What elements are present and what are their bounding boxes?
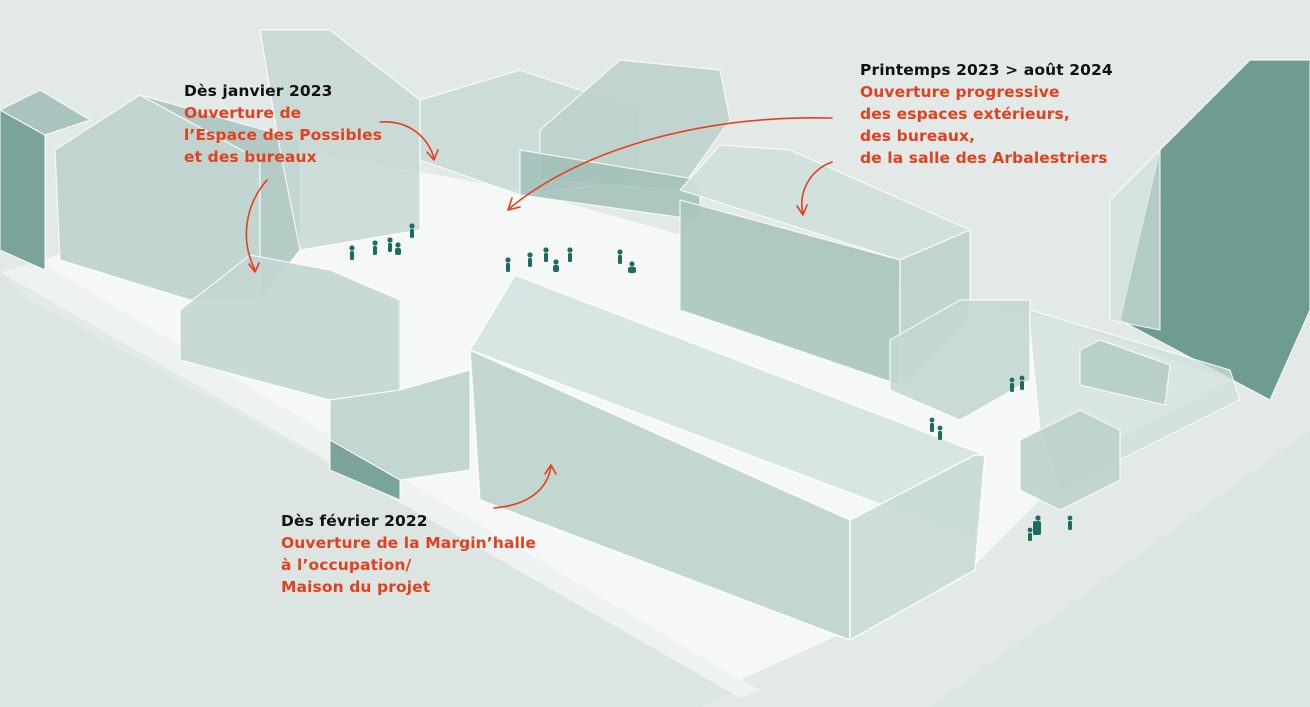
arrow-printemps-head-1 <box>507 197 521 211</box>
margin-halle-building <box>468 274 986 642</box>
building-right-roof <box>678 144 972 261</box>
arrow-printemps-to-building <box>801 161 833 215</box>
annotation-fevrier-line-1: Ouverture de la Margin’halle <box>281 534 536 552</box>
annotation-printemps-2023: Printemps 2023 > août 2024 Ouverture pro… <box>860 59 1113 169</box>
annotation-janvier-line-3: et des bureaux <box>184 148 317 166</box>
annotation-janvier-date: Dès janvier 2023 <box>184 82 333 100</box>
annotation-printemps-date: Printemps 2023 > août 2024 <box>860 61 1113 79</box>
building-tower-glass <box>1109 148 1161 331</box>
annotation-janvier-line-2: l’Espace des Possibles <box>184 126 383 144</box>
annotation-janvier-2023: Dès janvier 2023 Ouverture de l’Espace d… <box>184 80 382 168</box>
arrow-janvier-head-2 <box>248 262 260 273</box>
annotation-printemps-line-1: Ouverture progressive <box>860 83 1060 101</box>
annotation-printemps-line-3: des bureaux, <box>860 127 976 145</box>
annotation-janvier-line-1: Ouverture de <box>184 104 302 122</box>
street-right <box>930 430 1310 707</box>
building-right-annex <box>889 299 1031 421</box>
people-figures <box>349 223 1073 541</box>
arrow-janvier-head-1 <box>426 149 439 161</box>
building-left-3 <box>179 254 401 401</box>
margin-halle-gable <box>849 454 986 642</box>
arrow-printemps-head-2 <box>796 204 808 216</box>
arrow-janvier-down <box>245 179 268 271</box>
annotation-printemps-line-4: de la salle des Arbalestriers <box>860 149 1108 167</box>
arrow-fevrier-to-halle <box>493 465 552 509</box>
annotation-arrows <box>245 117 833 509</box>
building-small-right <box>1019 409 1121 511</box>
street-left <box>0 270 740 707</box>
buildings-left <box>0 29 471 501</box>
annotation-fevrier-2022: Dès février 2022 Ouverture de la Margin’… <box>281 510 536 598</box>
building-far-left-roof <box>0 89 92 136</box>
building-far-left-dark <box>0 109 46 271</box>
arrow-printemps-to-courtyard <box>509 117 833 209</box>
annotation-fevrier-date: Dès février 2022 <box>281 512 428 530</box>
annotation-printemps-line-2: des espaces extérieurs, <box>860 105 1070 123</box>
arrow-fevrier-head <box>544 464 557 475</box>
arrow-janvier-to-building <box>379 121 435 159</box>
building-left-2 <box>259 29 421 251</box>
buildings-back <box>419 59 731 221</box>
building-small-box <box>1079 339 1171 406</box>
buildings-right <box>678 59 1310 511</box>
building-left-4-dark <box>329 438 401 501</box>
annotation-fevrier-line-2: à l’occupation/ <box>281 556 412 574</box>
annotation-fevrier-line-3: Maison du projet <box>281 578 431 596</box>
